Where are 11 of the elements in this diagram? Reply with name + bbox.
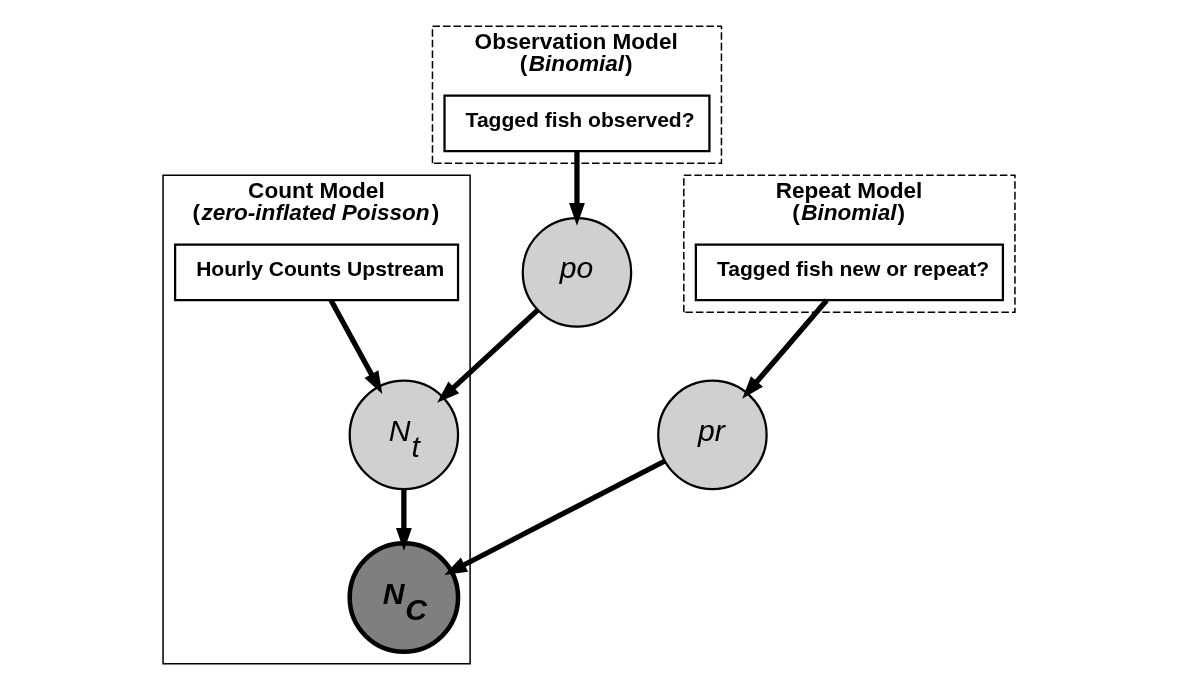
- node-box: Tagged fish new or repeat?: [694, 243, 1005, 302]
- node-circle: pr: [657, 379, 768, 491]
- arrow: [742, 298, 829, 399]
- arrow: [328, 298, 383, 395]
- arrow: [395, 489, 412, 551]
- arrow: [437, 308, 540, 403]
- node-box: Hourly Counts Upstream: [173, 243, 460, 302]
- arrow: [444, 458, 667, 576]
- node-circle: po: [521, 217, 633, 328]
- arrow: [569, 151, 585, 226]
- node-box: Tagged fish observed?: [443, 94, 711, 153]
